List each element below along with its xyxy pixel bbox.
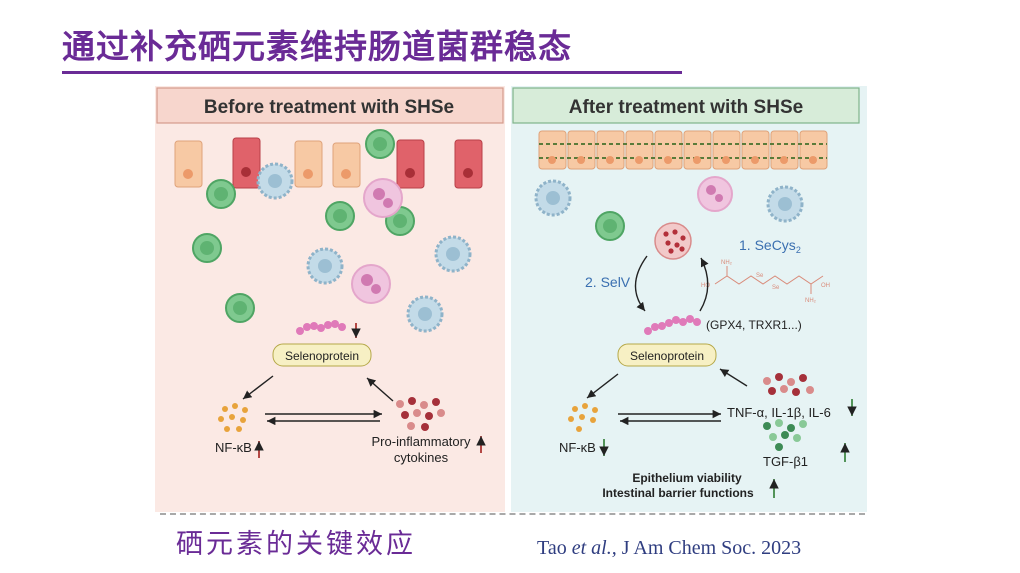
right-cytokine-dots xyxy=(763,373,814,396)
right-immune-cells xyxy=(534,176,804,241)
tgf-label: TGF-β1 xyxy=(763,454,808,469)
barrier-label: Intestinal barrier functions xyxy=(602,486,754,500)
se-particle xyxy=(654,222,692,260)
svg-text:Se: Se xyxy=(772,285,780,291)
right-cytokines-label: TNF-α, IL-1β, IL-6 xyxy=(727,405,831,420)
left-selenoprotein-chain xyxy=(296,320,361,338)
left-cytokine-dots xyxy=(396,397,445,431)
left-panel: Before treatment with SHSe xyxy=(155,86,505,512)
right-nfkb-label: NF-κB xyxy=(559,440,596,455)
svg-text:NH₂: NH₂ xyxy=(721,260,733,266)
tgf-dots xyxy=(763,419,807,451)
left-immune-cells xyxy=(192,129,472,333)
epithelium-label: Epithelium viability xyxy=(632,471,742,485)
left-cytokines-label-1: Pro-inflammatory xyxy=(372,434,471,449)
right-epithelium xyxy=(538,130,828,170)
left-nfkb-dots xyxy=(218,403,248,432)
svg-text:OH: OH xyxy=(821,283,830,289)
left-nfkb-label: NF-κB xyxy=(215,440,252,455)
slide-title: 通过补充硒元素维持肠道菌群稳态 xyxy=(62,27,572,66)
left-panel-header: Before treatment with SHSe xyxy=(204,97,454,118)
mechanism-figure: Before treatment with SHSe xyxy=(155,86,867,512)
right-selenoprotein-chain xyxy=(644,315,701,335)
title-underline xyxy=(62,71,682,74)
right-selenoprotein-label: Selenoprotein xyxy=(630,349,704,363)
figure-divider xyxy=(160,513,865,515)
right-panel: After treatment with SHSe xyxy=(511,86,867,512)
left-selenoprotein-label: Selenoprotein xyxy=(285,349,359,363)
left-epithelium xyxy=(174,137,483,189)
secys2-structure xyxy=(714,266,824,294)
left-cytokines-label-2: cytokines xyxy=(394,450,449,465)
step2-label: 2. SelV xyxy=(585,274,631,290)
right-nfkb-dots xyxy=(568,403,598,432)
svg-text:Se: Se xyxy=(756,273,764,279)
svg-text:NH₂: NH₂ xyxy=(805,298,817,304)
right-panel-header: After treatment with SHSe xyxy=(569,97,803,118)
enzymes-label: (GPX4, TRXR1...) xyxy=(706,318,802,332)
step1-label: 1. SeCys2 xyxy=(739,237,801,255)
caption: 硒元素的关键效应 xyxy=(176,529,416,560)
svg-text:HO: HO xyxy=(701,283,710,289)
citation: Tao et al., J Am Chem Soc. 2023 xyxy=(537,537,802,559)
